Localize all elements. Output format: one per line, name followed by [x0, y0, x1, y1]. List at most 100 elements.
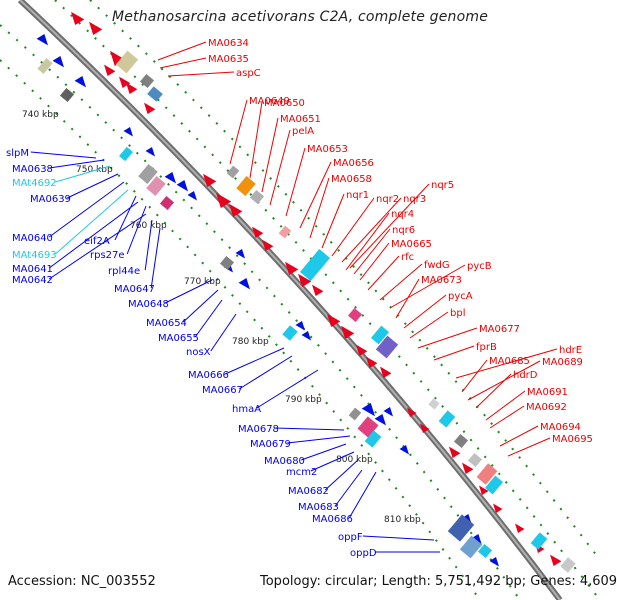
forward-gene-arrow — [420, 423, 430, 433]
forward-gene-label: nqr1 — [346, 190, 369, 201]
forward-gene-leader — [403, 294, 447, 329]
reverse-gene-label: MA0682 — [288, 486, 329, 497]
reverse-gene-label: nosX — [186, 347, 211, 358]
gene-block-magenta — [347, 307, 363, 323]
forward-gene-leader — [345, 212, 390, 271]
reverse-gene-label: MA0648 — [128, 299, 169, 310]
forward-gene-leader — [261, 117, 279, 193]
reverse-gene-label: MAt4692 — [12, 178, 57, 189]
reverse-gene-label: MA0666 — [188, 370, 229, 381]
forward-gene-arrow — [479, 485, 489, 495]
kbp-label: 770 kbp — [184, 277, 221, 287]
kbp-label: 760 kbp — [130, 221, 167, 231]
reverse-gene-label: MA0678 — [238, 424, 279, 435]
forward-gene-label: bpl — [450, 308, 465, 319]
forward-gene-arrow — [327, 313, 341, 327]
reverse-gene-leader — [275, 427, 345, 431]
gene-block-purple — [375, 335, 399, 359]
forward-gene-arrow — [216, 192, 232, 208]
forward-gene-leader — [349, 183, 430, 269]
reverse-gene-label: hmaA — [232, 404, 261, 415]
reverse-gene-label: MA0655 — [158, 333, 199, 344]
gene-block-gray — [226, 165, 240, 179]
rna-block-cyan — [282, 325, 298, 341]
reverse-gene-leader — [48, 181, 125, 238]
rna-block-cyan — [371, 325, 389, 345]
reverse-gene-leader — [49, 159, 105, 169]
gene-block-tan — [37, 58, 53, 74]
forward-gene-label: MA0677 — [479, 324, 520, 335]
reverse-gene-arrow — [295, 321, 305, 331]
accession-label: Accession: NC_003552 — [8, 574, 156, 589]
kbp-label: 790 kbp — [285, 395, 322, 405]
forward-gene-leader — [341, 197, 402, 263]
reverse-gene-label: MA0647 — [114, 284, 155, 295]
forward-gene-leader — [409, 311, 449, 339]
reverse-gene-leader — [348, 471, 377, 519]
gene-block-magenta — [357, 416, 379, 438]
reverse-gene-arrow — [74, 76, 86, 88]
reverse-gene-label: oppD — [350, 548, 377, 559]
forward-gene-arrow — [449, 446, 461, 458]
forward-gene-arrow — [229, 203, 243, 217]
forward-gene-label: MA0651 — [280, 114, 321, 125]
reverse-gene-arrow — [123, 127, 133, 137]
forward-gene-arrow — [462, 462, 474, 474]
kbp-label: 750 kbp — [76, 165, 113, 175]
forward-gene-arrow — [515, 523, 525, 533]
forward-gene-label: MA0691 — [527, 387, 568, 398]
forward-gene-label: fwdG — [424, 260, 450, 271]
forward-gene-label: MA0658 — [331, 174, 372, 185]
gene-block-steel — [147, 86, 163, 102]
forward-gene-leader — [489, 405, 525, 429]
reverse-gene-leader — [150, 227, 161, 289]
reverse-gene-arrow — [238, 278, 250, 290]
forward-gene-label: hdrE — [559, 345, 582, 356]
forward-gene-leader — [321, 193, 345, 249]
forward-gene-leader — [499, 425, 539, 447]
reverse-gene-arrow — [235, 249, 245, 259]
forward-gene-label: MA0665 — [391, 239, 432, 250]
forward-gene-leader — [285, 147, 306, 217]
forward-gene-leader — [395, 278, 420, 319]
inner-ring-rev — [0, 59, 481, 600]
forward-gene-arrow — [550, 554, 562, 566]
reverse-gene-leader — [224, 347, 285, 375]
gene-block-steel — [459, 535, 483, 559]
rna-block-cyan — [119, 146, 133, 162]
forward-gene-arrow — [71, 11, 85, 25]
forward-gene-label: aspC — [236, 68, 261, 79]
forward-gene-label: nqr6 — [392, 225, 415, 236]
reverse-gene-leader — [55, 165, 111, 183]
forward-gene-label: MA0694 — [540, 422, 581, 433]
reverse-gene-arrow — [36, 34, 48, 46]
forward-gene-leader — [475, 373, 512, 409]
forward-gene-arrow — [262, 239, 274, 251]
forward-gene-leader — [309, 177, 330, 239]
forward-gene-label: nqr4 — [391, 209, 414, 220]
reverse-gene-label: MA0667 — [202, 385, 243, 396]
gene-block-magenta — [159, 195, 175, 211]
reverse-gene-leader — [310, 451, 355, 472]
forward-gene-label: MA0673 — [421, 275, 462, 286]
rna-block-cyan — [485, 475, 503, 495]
rna-block-cyan — [438, 410, 456, 428]
gene-block-gray — [453, 433, 469, 449]
reverse-gene-arrow — [374, 414, 386, 426]
forward-gene-arrow — [380, 366, 392, 378]
gene-block-gray — [219, 255, 235, 271]
forward-gene-label: hdrD — [513, 370, 538, 381]
forward-gene-leader — [167, 71, 235, 77]
reverse-gene-leader — [30, 151, 97, 159]
forward-gene-arrow — [110, 50, 126, 66]
forward-gene-label: pycB — [467, 261, 492, 272]
forward-gene-arrow — [119, 76, 131, 88]
rna-block-cyan — [364, 430, 382, 448]
reverse-gene-leader — [287, 435, 351, 444]
forward-gene-leader — [353, 228, 391, 275]
forward-gene-arrow — [104, 64, 116, 76]
reverse-gene-label: MA0679 — [250, 439, 291, 450]
forward-gene-leader — [359, 242, 390, 281]
reverse-gene-leader — [210, 313, 237, 352]
reverse-gene-leader — [301, 443, 347, 461]
